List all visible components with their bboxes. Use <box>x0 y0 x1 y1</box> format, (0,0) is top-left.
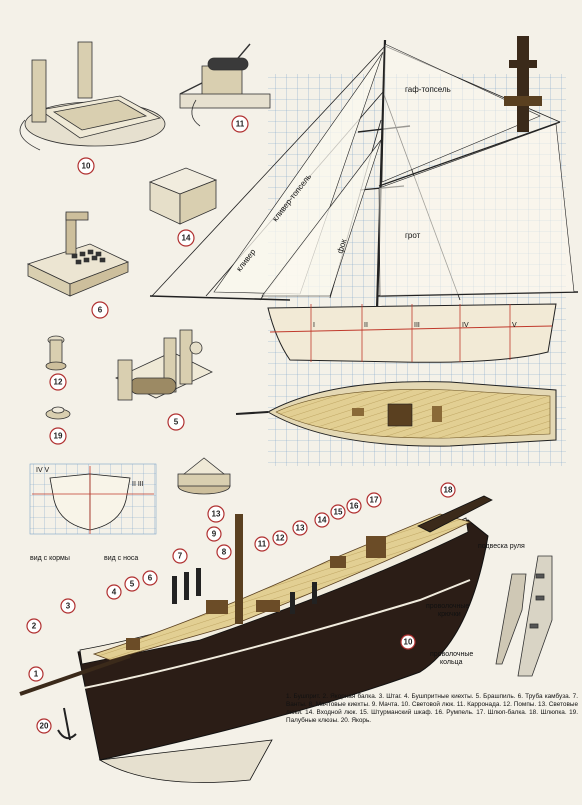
callout-11: 11 <box>254 536 270 552</box>
callout-12: 12 <box>272 530 288 546</box>
callout-16: 16 <box>346 498 362 514</box>
mast-detail-sketch <box>504 36 542 132</box>
svg-text:12: 12 <box>276 534 285 543</box>
svg-text:9: 9 <box>212 530 217 539</box>
svg-text:20: 20 <box>40 722 49 731</box>
svg-text:4: 4 <box>112 588 117 597</box>
callout-2: 2 <box>26 618 42 634</box>
svg-text:2: 2 <box>32 622 37 631</box>
svg-text:10: 10 <box>82 162 91 171</box>
svg-text:3: 3 <box>66 602 71 611</box>
rudder-fittings <box>495 555 553 677</box>
hawse-sketch <box>45 406 71 420</box>
station-mark-5: V <box>512 322 517 329</box>
station-mark-2: II <box>364 322 368 329</box>
callout-10-ship: 10 <box>400 634 416 650</box>
svg-text:7: 7 <box>178 552 183 561</box>
svg-text:13: 13 <box>296 524 305 533</box>
svg-text:13: 13 <box>212 510 221 519</box>
rudder-hooks-line1: проволочные <box>426 603 469 610</box>
svg-text:6: 6 <box>98 306 103 315</box>
label-fore: фок <box>335 238 348 255</box>
callout-20: 20 <box>36 718 52 734</box>
jib-topsail-sail <box>213 51 384 295</box>
gaff-topsail-sail <box>381 43 541 183</box>
station-mark-3: III <box>414 322 420 329</box>
rudder-hooks-line2: крючки <box>438 611 461 618</box>
svg-text:15: 15 <box>334 508 343 517</box>
rudder-title: подвеска руля <box>478 543 525 550</box>
callout-8: 8 <box>216 544 232 560</box>
stern-view-label: вид с кормы <box>30 555 70 562</box>
callout-11-top: 11 <box>231 115 249 133</box>
main-sail <box>378 123 575 297</box>
svg-text:18: 18 <box>444 486 453 495</box>
callout-3: 3 <box>60 598 76 614</box>
svg-text:14: 14 <box>318 516 327 525</box>
pump-sketch <box>45 335 67 371</box>
bow-view-marks: II III <box>132 481 144 488</box>
callout-14-ship: 14 <box>314 512 330 528</box>
callout-18: 18 <box>440 482 456 498</box>
callout-13: 13 <box>207 505 225 523</box>
callout-6-top: 6 <box>91 301 109 319</box>
carronade-sketch <box>179 43 271 127</box>
callout-9: 9 <box>206 526 222 542</box>
callout-17: 17 <box>366 492 382 508</box>
callout-14: 14 <box>177 229 195 247</box>
callout-19: 19 <box>49 427 67 445</box>
parts-legend: 1. Бушприт. 2. Якорная балка. 3. Штаг. 4… <box>286 693 578 724</box>
svg-text:19: 19 <box>54 432 63 441</box>
svg-text:8: 8 <box>222 548 227 557</box>
svg-text:6: 6 <box>148 574 153 583</box>
callout-12-top: 12 <box>49 373 67 391</box>
label-gaff-topsail: гаф-топсель <box>405 85 451 94</box>
skylight-sketch <box>177 457 231 495</box>
stern-view-marks: IV V <box>36 467 50 474</box>
windlass-sketch <box>115 329 213 401</box>
svg-text:1: 1 <box>34 670 39 679</box>
svg-text:5: 5 <box>174 418 179 427</box>
callout-7: 7 <box>172 548 188 564</box>
callout-10: 10 <box>77 157 95 175</box>
callout-6: 6 <box>142 570 158 586</box>
callout-5: 5 <box>124 576 140 592</box>
label-main: грот <box>405 231 421 240</box>
svg-text:11: 11 <box>236 120 245 129</box>
ship-hull-3d <box>19 495 493 783</box>
rudder-rings-line2: кольца <box>440 659 463 666</box>
callout-4: 4 <box>106 584 122 600</box>
svg-text:17: 17 <box>370 496 379 505</box>
callout-13-ship: 13 <box>292 520 308 536</box>
rudder-rings-line1: проволочные <box>430 651 473 658</box>
station-mark-4: IV <box>462 322 469 329</box>
svg-text:16: 16 <box>350 502 359 511</box>
station-lines <box>310 304 511 362</box>
callout-15: 15 <box>330 504 346 520</box>
hatch-sketch <box>19 41 166 151</box>
bow-view-label: вид с носа <box>104 555 138 562</box>
svg-text:5: 5 <box>130 580 135 589</box>
svg-text:14: 14 <box>182 234 191 243</box>
callout-1: 1 <box>28 666 44 682</box>
svg-text:11: 11 <box>258 540 267 549</box>
station-mark-1: I <box>313 322 315 329</box>
navigator-cabinet-sketch <box>148 167 218 225</box>
callout-5-top: 5 <box>167 413 185 431</box>
galley-chimney-sketch <box>26 211 130 297</box>
svg-text:12: 12 <box>54 378 63 387</box>
jib-sail <box>261 139 382 297</box>
svg-text:10: 10 <box>404 638 413 647</box>
